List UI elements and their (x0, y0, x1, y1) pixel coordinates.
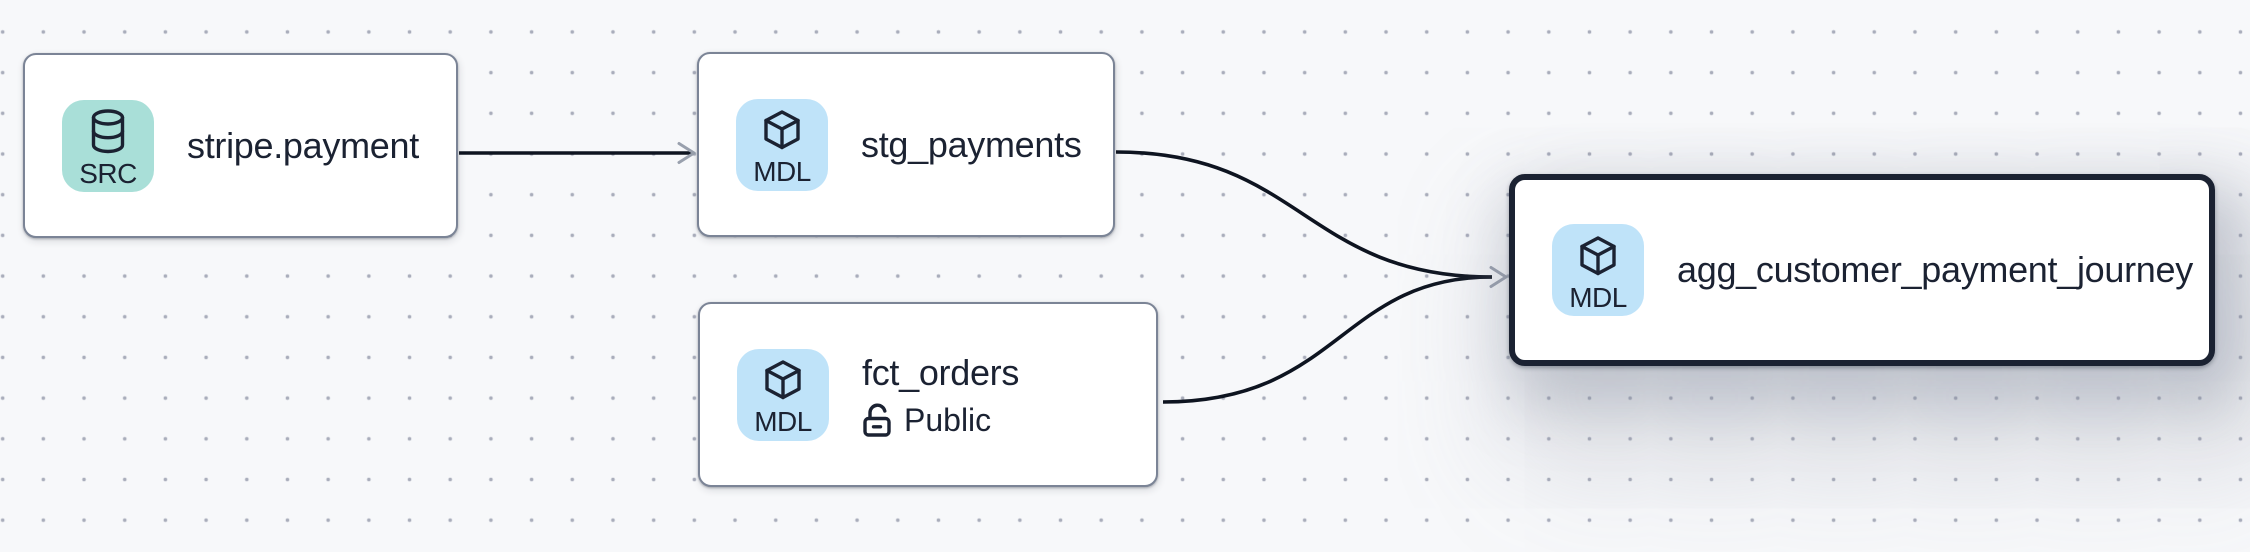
arrowhead-icon (1489, 266, 1508, 288)
node-stripe-payment[interactable]: SRC stripe.payment (23, 53, 458, 238)
badge-label: MDL (753, 156, 811, 187)
database-icon (91, 109, 125, 154)
cube-icon (764, 110, 800, 150)
lock-open-icon (863, 403, 891, 437)
node-title: fct_orders (862, 351, 1020, 393)
node-agg-customer-payment-journey[interactable]: MDL agg_customer_payment_journey (1509, 174, 2215, 366)
node-title: agg_customer_payment_journey (1677, 249, 2193, 290)
mdl-badge: MDL (736, 98, 828, 191)
mdl-badge: MDL (1552, 224, 1644, 316)
cube-icon (765, 360, 801, 400)
node-fct-orders[interactable]: MDL fct_orders Public (698, 302, 1158, 487)
src-badge: SRC (62, 99, 154, 192)
visibility-label: Public (904, 401, 992, 438)
edge-stg-payments-to-agg-customer-payment-journey[interactable] (1115, 150, 1493, 279)
badge-label: MDL (1569, 281, 1627, 313)
node-title: stg_payments (861, 123, 1082, 165)
cube-icon (1580, 235, 1616, 275)
node-stg-payments[interactable]: MDL stg_payments (697, 52, 1115, 237)
edge-fct-orders-to-agg-customer-payment-journey[interactable] (1162, 275, 1493, 404)
badge-label: SRC (79, 158, 137, 189)
badge-label: MDL (754, 406, 812, 437)
node-title: stripe.payment (187, 124, 419, 166)
visibility-row: Public (862, 401, 1019, 439)
mdl-badge: MDL (737, 348, 829, 441)
